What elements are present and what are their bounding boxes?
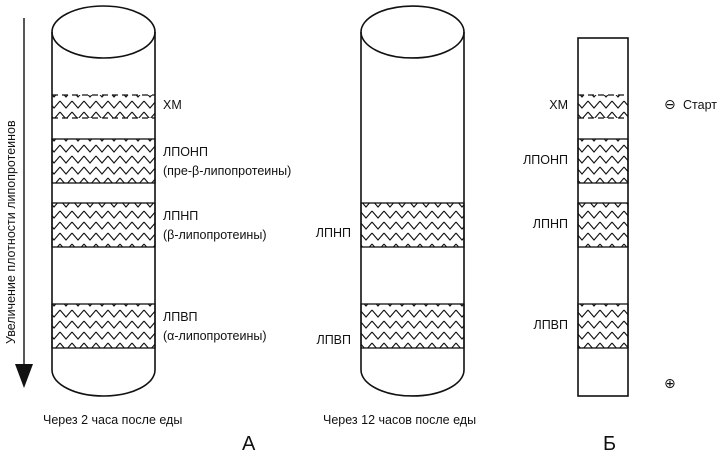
tube-b-label-lpvp: ЛПВП (316, 333, 351, 347)
tube-b-band-lpvp (360, 303, 465, 349)
density-axis-label: Увеличение плотности липопротеинов (4, 120, 18, 344)
tube-a-band-xm (52, 95, 155, 118)
strip-label-lpnp: ЛПНП (532, 217, 568, 231)
tube-a-band-lpvp (51, 303, 156, 349)
tube-a-sublabel-lponp: (пре-β-липопротеины) (163, 164, 292, 178)
tube-a-band-lpnp (51, 202, 156, 248)
strip-band-lpvp (577, 303, 629, 349)
panel-letter-b: Б (603, 433, 617, 455)
strip-label-xm: ХМ (549, 98, 568, 112)
minus-pole-icon: ⊖ (664, 96, 676, 112)
tube-a-sublabel-lpvp: (α-липопротеины) (163, 329, 267, 343)
density-arrow (15, 18, 33, 388)
strip-band-lpnp (577, 202, 629, 248)
tube-a-label-lpnp: ЛПНП (163, 209, 199, 223)
tube-a-sublabel-lpnp: (β-липопротеины) (163, 228, 267, 242)
panel-letter-a: А (242, 433, 256, 455)
tube-a-label-xm: ХМ (163, 98, 182, 112)
tube-a (51, 5, 156, 397)
tube-a-caption: Через 2 часа после еды (43, 413, 183, 427)
tube-b-label-lpnp: ЛПНП (315, 226, 351, 240)
strip-band-lponp (577, 138, 629, 184)
strip-label-lponp: ЛПОНП (523, 153, 568, 167)
plus-pole-icon: ⊕ (664, 375, 676, 391)
tube-a-label-lpvp: ЛПВП (163, 310, 198, 324)
electrophoresis-strip (577, 37, 629, 397)
strip-band-xm (578, 95, 628, 118)
tube-b (360, 5, 465, 397)
tube-a-band-lponp (51, 138, 156, 184)
strip-label-lpvp: ЛПВП (533, 318, 568, 332)
tube-a-label-lponp: ЛПОНП (163, 145, 208, 159)
start-label: Старт (683, 98, 717, 112)
tube-b-band-lpnp (360, 202, 465, 248)
tube-b-caption: Через 12 часов после еды (323, 413, 477, 427)
